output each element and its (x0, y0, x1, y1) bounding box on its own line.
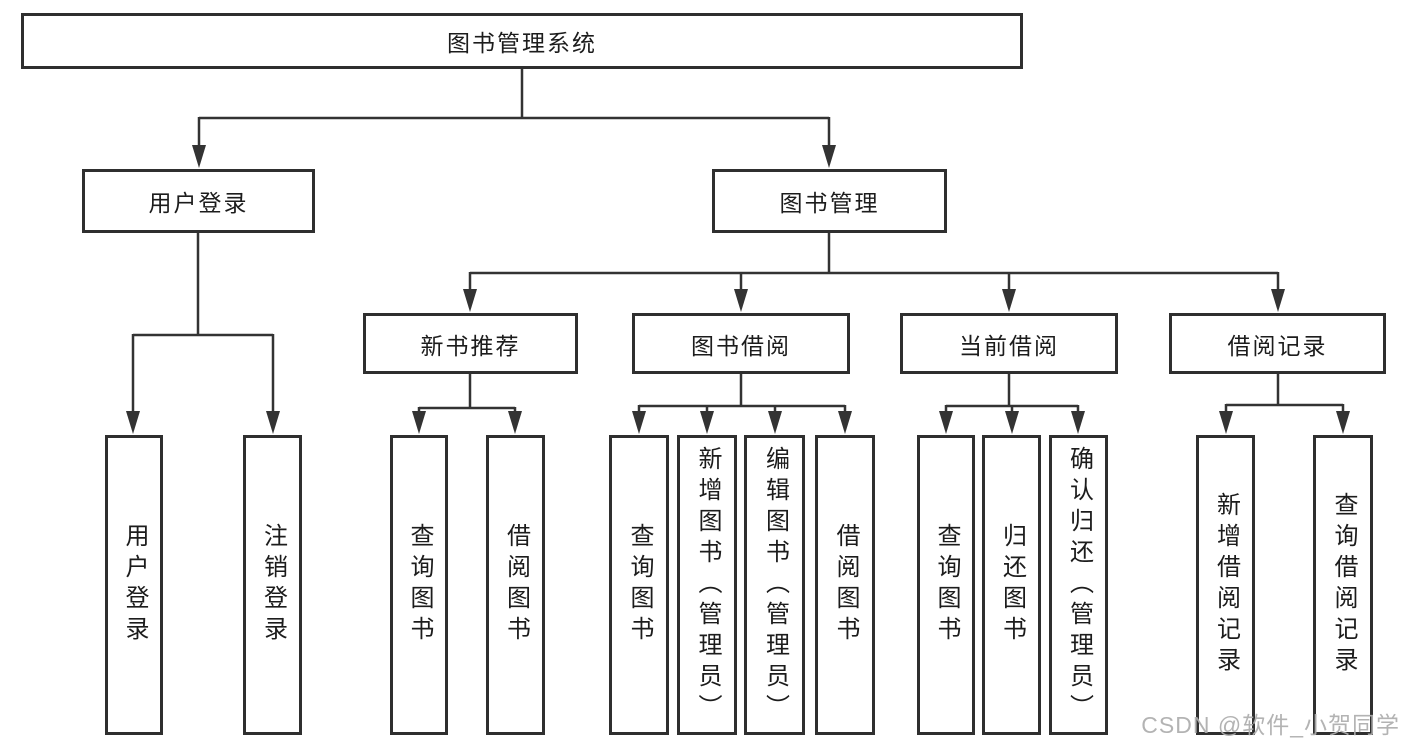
node-label: 查询借阅记录 (1330, 492, 1357, 678)
node-root-system: 图书管理系统 (21, 13, 1023, 69)
leaf-br-query-record: 查询借阅记录 (1313, 435, 1373, 735)
node-label: 确认归还（管理员） (1065, 445, 1093, 725)
node-book-management: 图书管理 (712, 169, 947, 233)
leaf-cb-query-books: 查询图书 (917, 435, 975, 735)
node-label: 注销登录 (259, 523, 287, 647)
node-user-login: 用户登录 (82, 169, 315, 233)
leaf-cb-return-books: 归还图书 (982, 435, 1041, 735)
node-borrow-records: 借阅记录 (1169, 313, 1386, 374)
node-label: 图书借阅 (691, 332, 791, 359)
node-label: 当前借阅 (959, 332, 1059, 359)
node-new-book-recommend: 新书推荐 (363, 313, 578, 374)
leaf-nbr-query-books: 查询图书 (390, 435, 448, 735)
leaf-cb-confirm-return-admin: 确认归还（管理员） (1049, 435, 1108, 735)
node-label: 借阅图书 (502, 523, 530, 647)
node-label: 查询图书 (933, 523, 960, 647)
node-current-borrow: 当前借阅 (900, 313, 1118, 374)
node-label: 查询图书 (406, 523, 433, 647)
leaf-br-add-record: 新增借阅记录 (1196, 435, 1255, 735)
leaf-bb-query-books: 查询图书 (609, 435, 669, 735)
leaf-bb-add-books-admin: 新增图书（管理员） (677, 435, 737, 735)
node-book-borrow: 图书借阅 (632, 313, 850, 374)
node-label: 借阅图书 (832, 523, 859, 647)
leaf-nbr-borrow-books: 借阅图书 (486, 435, 545, 735)
node-label: 用户登录 (148, 190, 249, 216)
csdn-watermark: CSDN @软件_小贺同学 (1141, 712, 1400, 738)
node-label: 用户登录 (121, 523, 148, 647)
leaf-bb-edit-books-admin: 编辑图书（管理员） (744, 435, 805, 735)
node-label: 新书推荐 (420, 332, 521, 359)
leaf-user-login: 用户登录 (105, 435, 163, 735)
node-label: 新增借阅记录 (1212, 492, 1240, 678)
node-label: 图书管理系统 (447, 30, 597, 56)
node-label: 图书管理 (779, 190, 880, 216)
node-label: 编辑图书（管理员） (761, 445, 789, 725)
node-label: 借阅记录 (1227, 332, 1328, 359)
leaf-logout-login: 注销登录 (243, 435, 302, 735)
node-label: 查询图书 (626, 523, 653, 647)
arrowheads (126, 145, 1350, 434)
node-label: 归还图书 (998, 523, 1026, 647)
leaf-bb-borrow-books: 借阅图书 (815, 435, 875, 735)
node-label: 新增图书（管理员） (694, 445, 721, 725)
